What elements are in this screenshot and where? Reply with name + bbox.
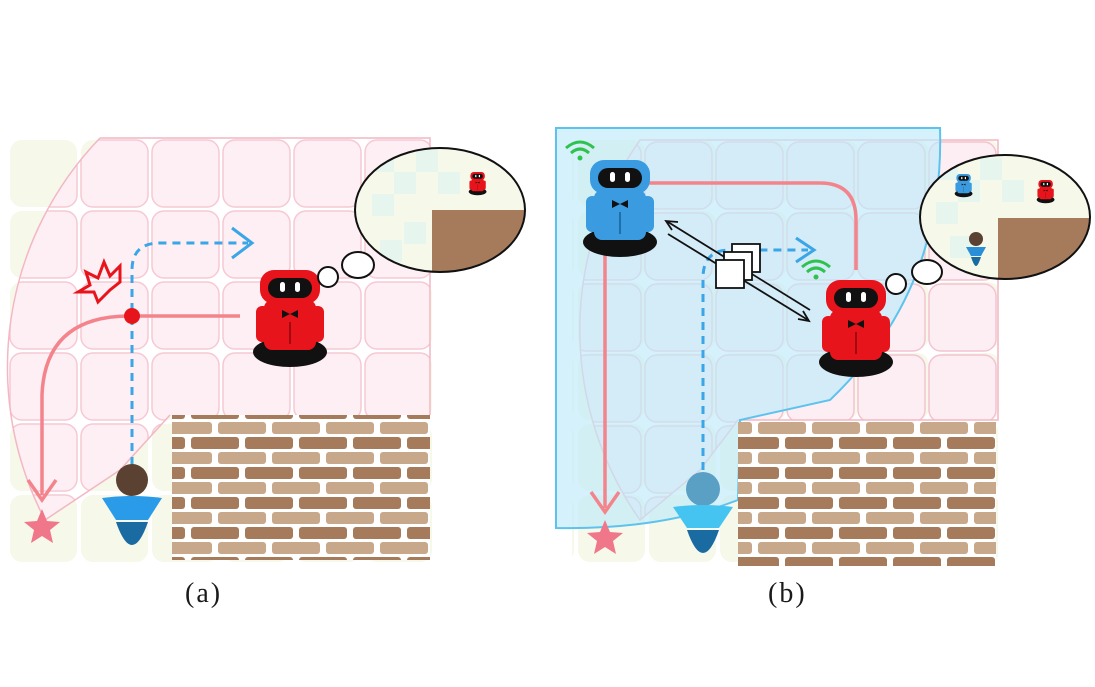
robot-icon xyxy=(253,270,327,367)
collision-point xyxy=(124,308,140,324)
brick-wall-icon xyxy=(172,415,430,560)
star-icon xyxy=(587,520,623,554)
collision-burst-icon xyxy=(72,257,122,305)
message-exchange xyxy=(664,219,811,323)
human-path xyxy=(130,241,248,465)
robot-icon xyxy=(583,160,657,257)
panel-caption-b: (b) xyxy=(768,578,807,609)
wifi-icon xyxy=(801,259,831,280)
brick-wall-icon xyxy=(738,422,996,566)
person-icon xyxy=(673,472,733,553)
panel-a xyxy=(6,137,526,564)
panel-caption-a: (a) xyxy=(185,578,223,609)
wifi-icon xyxy=(565,140,595,161)
person-icon xyxy=(102,464,162,545)
thought-bubble-icon xyxy=(885,273,907,295)
robot-icon xyxy=(819,280,893,377)
thought-bubble-icon xyxy=(317,266,339,288)
star-icon xyxy=(24,509,60,543)
robot-view-bubble xyxy=(354,147,526,273)
message-packet-icon xyxy=(715,243,761,289)
panel-b xyxy=(555,127,1091,566)
human-path xyxy=(701,248,808,470)
robot-path xyxy=(40,314,240,495)
